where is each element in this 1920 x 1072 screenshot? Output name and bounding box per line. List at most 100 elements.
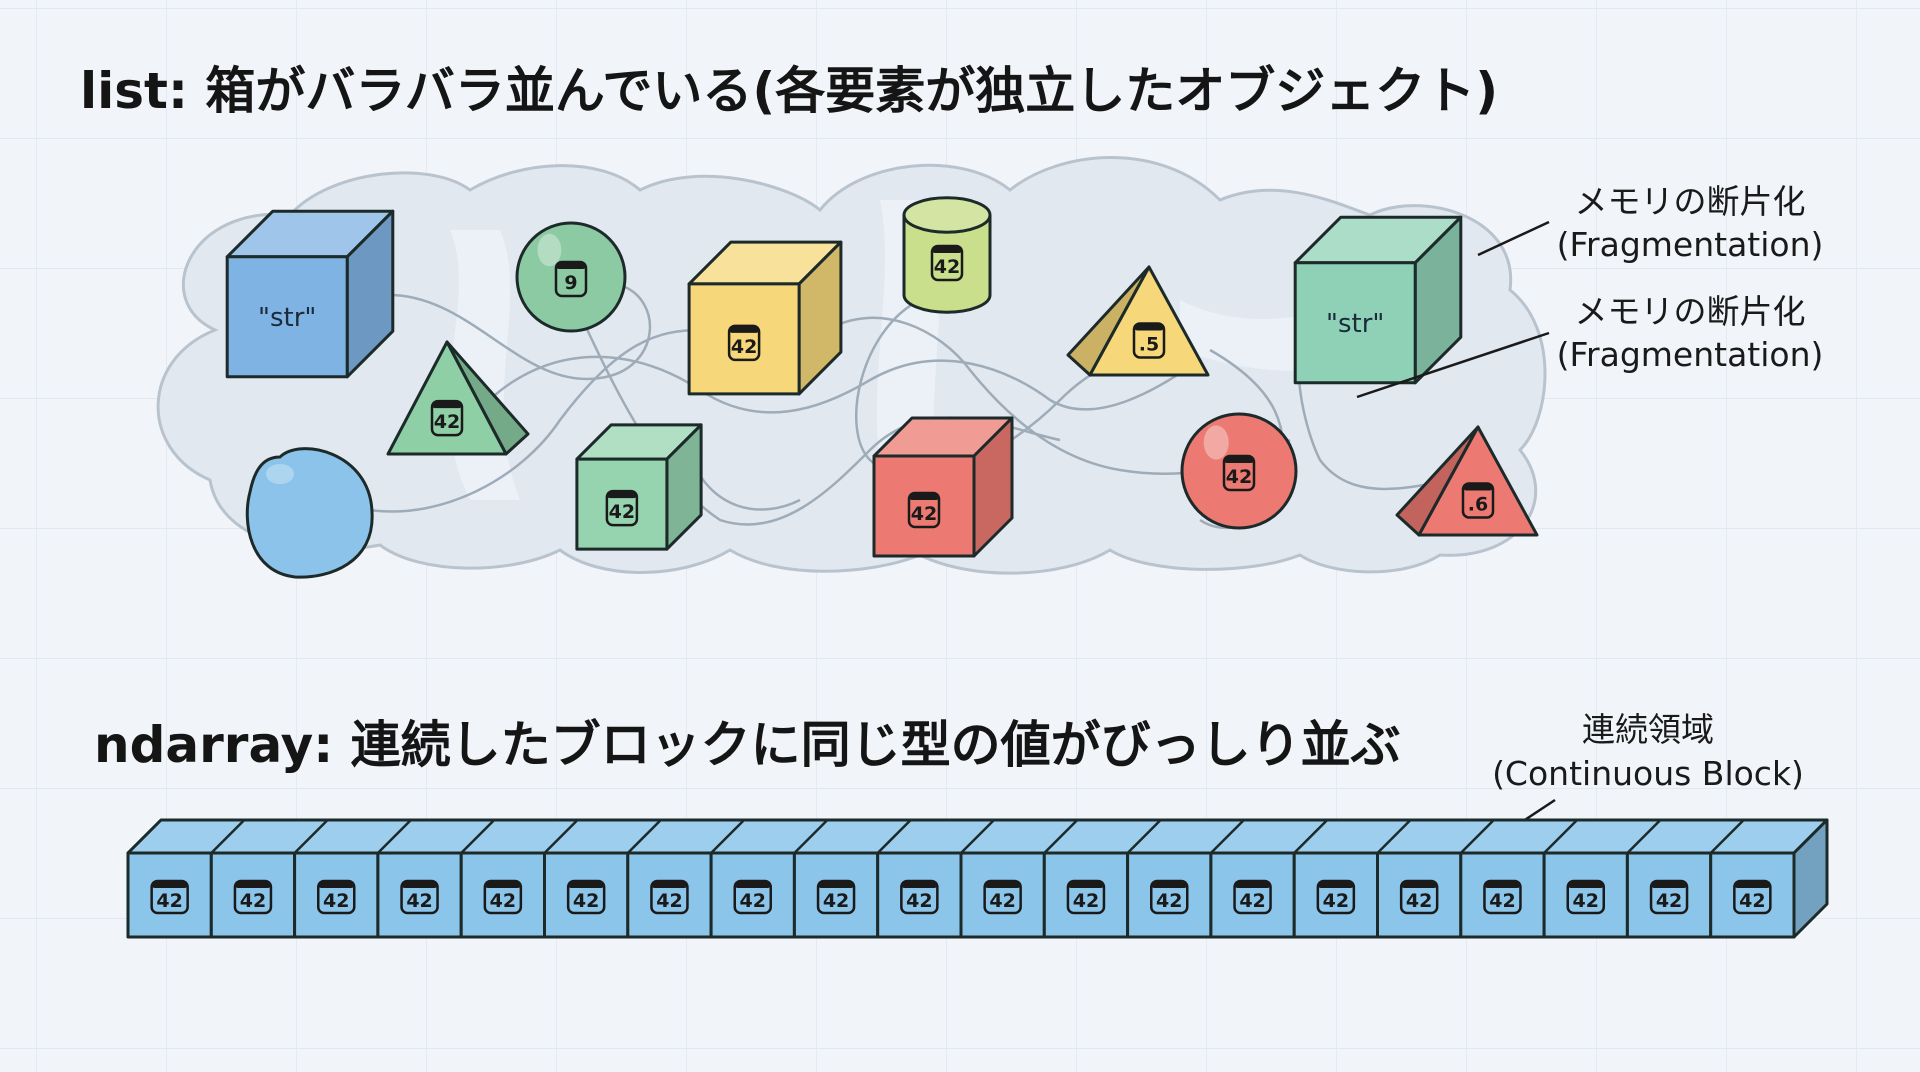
badge-value: 42 bbox=[906, 890, 932, 912]
badge-top-bar bbox=[1317, 881, 1354, 888]
badge-top-bar bbox=[909, 493, 939, 500]
badge-top-bar bbox=[818, 881, 855, 888]
array-cell: 42 bbox=[1709, 819, 1796, 939]
array-cell: 42 bbox=[959, 819, 1046, 939]
array-cell: 42 bbox=[459, 819, 547, 939]
value-badge: 42 bbox=[900, 879, 939, 915]
badge-value: .5 bbox=[1139, 333, 1159, 355]
cell-top-divider bbox=[876, 819, 912, 854]
badge-top-bar bbox=[234, 881, 271, 888]
badge-value: 42 bbox=[656, 890, 682, 912]
cell-top-divider bbox=[793, 819, 829, 854]
cell-top-divider bbox=[1709, 819, 1745, 854]
cell-front-face bbox=[626, 851, 713, 939]
label-en: (Fragmentation) bbox=[1557, 335, 1824, 374]
cell-top-divider bbox=[1126, 819, 1162, 854]
badge-value: 42 bbox=[1239, 890, 1265, 912]
badge-top-bar bbox=[734, 881, 771, 888]
array-cell: 42 bbox=[1209, 819, 1296, 939]
badge-top-bar bbox=[606, 491, 637, 499]
cylinder-top bbox=[902, 196, 992, 234]
badge-value: 42 bbox=[406, 890, 432, 912]
value-badge: 42 bbox=[650, 879, 689, 915]
array-cell: 42 bbox=[1459, 819, 1546, 939]
value-badge: 42 bbox=[1150, 879, 1189, 915]
list-object-cube: "str" bbox=[225, 209, 395, 379]
array-cell: 42 bbox=[626, 819, 713, 939]
cell-front-face bbox=[1542, 851, 1629, 939]
cube-front-face bbox=[575, 457, 669, 551]
value-badge: 42 bbox=[727, 324, 761, 362]
badge-value: .6 bbox=[1468, 493, 1488, 515]
badge-value: 42 bbox=[989, 890, 1015, 912]
badge-top-bar bbox=[568, 881, 605, 888]
value-badge: 42 bbox=[983, 879, 1022, 915]
cell-top-divider bbox=[1043, 819, 1079, 854]
cell-top-divider bbox=[293, 819, 329, 854]
sphere-body bbox=[1180, 412, 1298, 530]
value-badge: 42 bbox=[566, 879, 606, 915]
array-cell: 42 bbox=[293, 819, 380, 939]
list-object-sphere: 42 bbox=[1180, 412, 1298, 530]
badge-top-bar bbox=[1224, 456, 1254, 463]
badge-top-bar bbox=[556, 262, 586, 269]
cube-front-face bbox=[225, 255, 349, 379]
cell-top-divider bbox=[543, 819, 579, 854]
badge-top-bar bbox=[1734, 881, 1771, 888]
badge-top-bar bbox=[1651, 881, 1688, 888]
value-badge: 42 bbox=[317, 879, 356, 915]
badge-value: 42 bbox=[1226, 466, 1252, 488]
value-badge: .6 bbox=[1461, 482, 1495, 519]
cell-top-divider bbox=[1626, 819, 1662, 854]
badge-value: 42 bbox=[573, 890, 599, 912]
value-badge: 42 bbox=[1399, 879, 1439, 915]
cell-top-divider bbox=[960, 819, 995, 854]
badge-value: 42 bbox=[1656, 890, 1682, 912]
value-badge: 42 bbox=[1222, 454, 1256, 492]
ndarray-title: ndarray: 連続したブロックに同じ型の値がびっしり並ぶ bbox=[94, 716, 1401, 774]
cell-top-divider bbox=[377, 819, 412, 854]
badge-value: 9 bbox=[564, 272, 577, 294]
label-en: (Continuous Block) bbox=[1492, 754, 1804, 793]
cell-top-divider bbox=[1293, 819, 1329, 854]
value-badge: 42 bbox=[1316, 879, 1356, 915]
continuous-block-label: 連続領域 (Continuous Block) bbox=[1492, 710, 1804, 839]
badge-top-bar bbox=[1234, 881, 1271, 888]
badge-value: 42 bbox=[1739, 890, 1765, 912]
cell-top-divider bbox=[710, 819, 745, 854]
badge-value: 42 bbox=[934, 256, 960, 278]
value-badge: 42 bbox=[1649, 879, 1689, 915]
badge-top-bar bbox=[432, 401, 462, 409]
list-object-cube: 42 bbox=[575, 423, 703, 551]
blob-body bbox=[245, 447, 374, 579]
label-jp: メモリの断片化 bbox=[1575, 292, 1806, 331]
cylinder-body bbox=[902, 215, 992, 314]
label-jp: 連続領域 bbox=[1582, 710, 1714, 749]
array-cell: 42 bbox=[792, 819, 880, 939]
array-cell: 42 bbox=[1542, 819, 1629, 939]
list-title: list: 箱がバラバラ並んでいる(各要素が独立したオブジェクト) bbox=[80, 62, 1498, 120]
value-badge: 42 bbox=[430, 399, 464, 437]
cube-front-face bbox=[872, 454, 976, 558]
array-cell: 42 bbox=[709, 819, 796, 939]
cell-top-divider bbox=[1459, 819, 1495, 854]
badge-top-bar bbox=[318, 881, 355, 888]
value-badge: .5 bbox=[1132, 322, 1166, 359]
badge-top-bar bbox=[729, 325, 760, 333]
badge-value: 42 bbox=[323, 890, 349, 912]
array-cell: 42 bbox=[1292, 819, 1379, 939]
cell-front-face bbox=[709, 851, 796, 939]
list-object-cube: "str" bbox=[1293, 215, 1463, 385]
value-badge: 42 bbox=[483, 879, 523, 915]
array-cell: 42 bbox=[1126, 819, 1213, 939]
list-object-sphere: 9 bbox=[515, 221, 627, 333]
list-object-pyramid: .5 bbox=[1066, 265, 1210, 377]
string-value: "str" bbox=[1326, 309, 1384, 339]
badge-top-bar bbox=[151, 881, 188, 888]
leader-line bbox=[1477, 220, 1550, 257]
string-value: "str" bbox=[258, 303, 316, 333]
badge-value: 42 bbox=[740, 890, 766, 912]
badge-top-bar bbox=[651, 881, 688, 888]
badge-value: 42 bbox=[1573, 890, 1599, 912]
